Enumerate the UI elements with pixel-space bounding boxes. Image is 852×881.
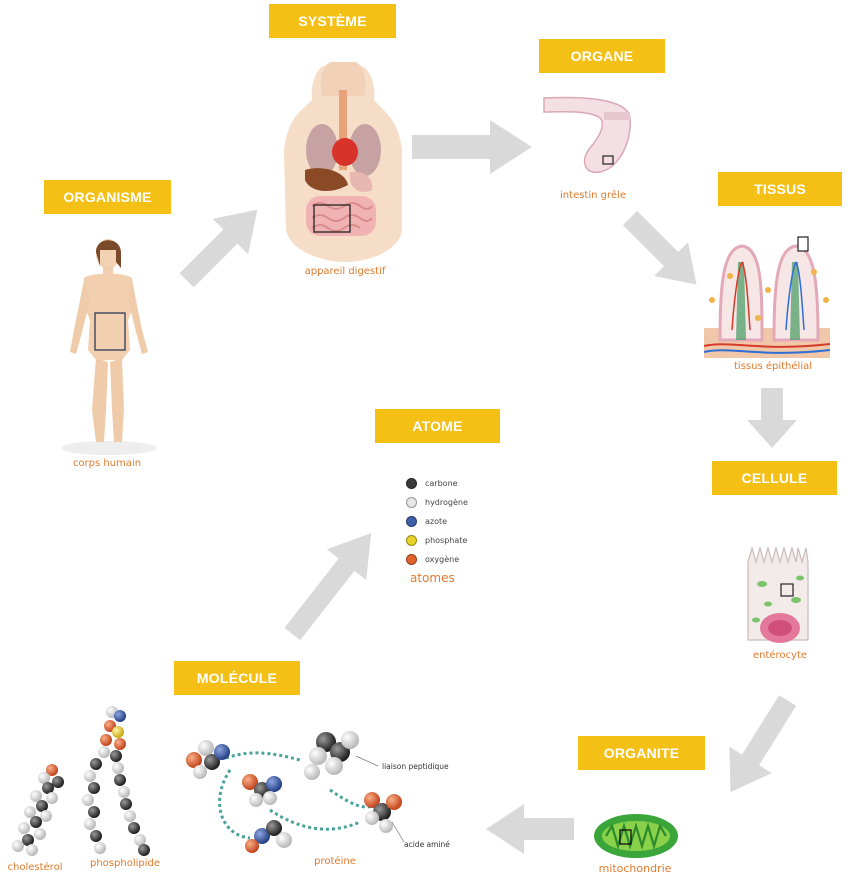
arrow-organisme-systeme (179, 209, 258, 288)
arrow-systeme-organe (412, 120, 532, 174)
digestive-system-illustration (284, 62, 402, 262)
oxygene-atom-icon (406, 554, 417, 565)
caption-liaison-peptidique: liaison peptidique (382, 762, 449, 771)
arrow-cellule-organite (729, 695, 797, 793)
legend-row-hydrogene: hydrogène (406, 493, 468, 512)
legend-label: carbone (425, 479, 458, 488)
phospholipid-molecule (82, 706, 150, 856)
caption-mitochondrie: mitochondrie (598, 862, 672, 875)
label-systeme: SYSTÈME (269, 4, 396, 38)
arrow-molecule-atome (284, 533, 372, 641)
protein-molecule (186, 731, 405, 853)
caption-intestin-grele: intestin grêle (560, 190, 626, 201)
label-organe: ORGANE (539, 39, 665, 73)
caption-tissus-epithelial: tissus épithélial (734, 361, 812, 372)
legend-row-carbone: carbone (406, 474, 468, 493)
caption-corps-humain: corps humain (72, 458, 142, 469)
human-body-illustration (61, 239, 157, 455)
cholesterol-molecule (12, 764, 64, 856)
legend-label: oxygène (425, 555, 460, 564)
atom-legend: carbone hydrogène azote phosphate oxygèn… (406, 474, 468, 585)
caption-cholesterol: cholestérol (7, 862, 63, 873)
cell-illustration (747, 545, 809, 643)
label-tissus: TISSUS (718, 172, 842, 206)
caption-acide-amine: acide aminé (404, 840, 450, 849)
arrow-tissus-cellule (747, 388, 797, 448)
label-atome: ATOME (375, 409, 500, 443)
legend-label: hydrogène (425, 498, 468, 507)
caption-proteine: protéine (314, 856, 356, 867)
label-cellule: CELLULE (712, 461, 837, 495)
caption-enterocyte: entérocyte (752, 650, 808, 661)
phosphate-atom-icon (406, 535, 417, 546)
legend-row-azote: azote (406, 512, 468, 531)
mitochondrion-illustration (594, 814, 678, 858)
tissue-illustration (703, 236, 831, 358)
legend-row-oxygene: oxygène (406, 550, 468, 569)
label-organite: ORGANITE (578, 736, 705, 770)
caption-phospholipide: phospholipide (90, 858, 160, 869)
arrow-organite-molecule (486, 804, 574, 854)
arrow-organe-tissus (622, 210, 697, 285)
legend-row-phosphate: phosphate (406, 531, 468, 550)
legend-label: phosphate (425, 536, 468, 545)
caption-appareil-digestif: appareil digestif (304, 266, 386, 277)
hydrogene-atom-icon (406, 497, 417, 508)
label-organisme: ORGANISME (44, 180, 171, 214)
legend-label: azote (425, 517, 448, 526)
label-molecule: MOLÉCULE (174, 661, 300, 695)
azote-atom-icon (406, 516, 417, 527)
intestine-illustration (543, 96, 631, 174)
legend-title: atomes (410, 571, 455, 585)
carbone-atom-icon (406, 478, 417, 489)
